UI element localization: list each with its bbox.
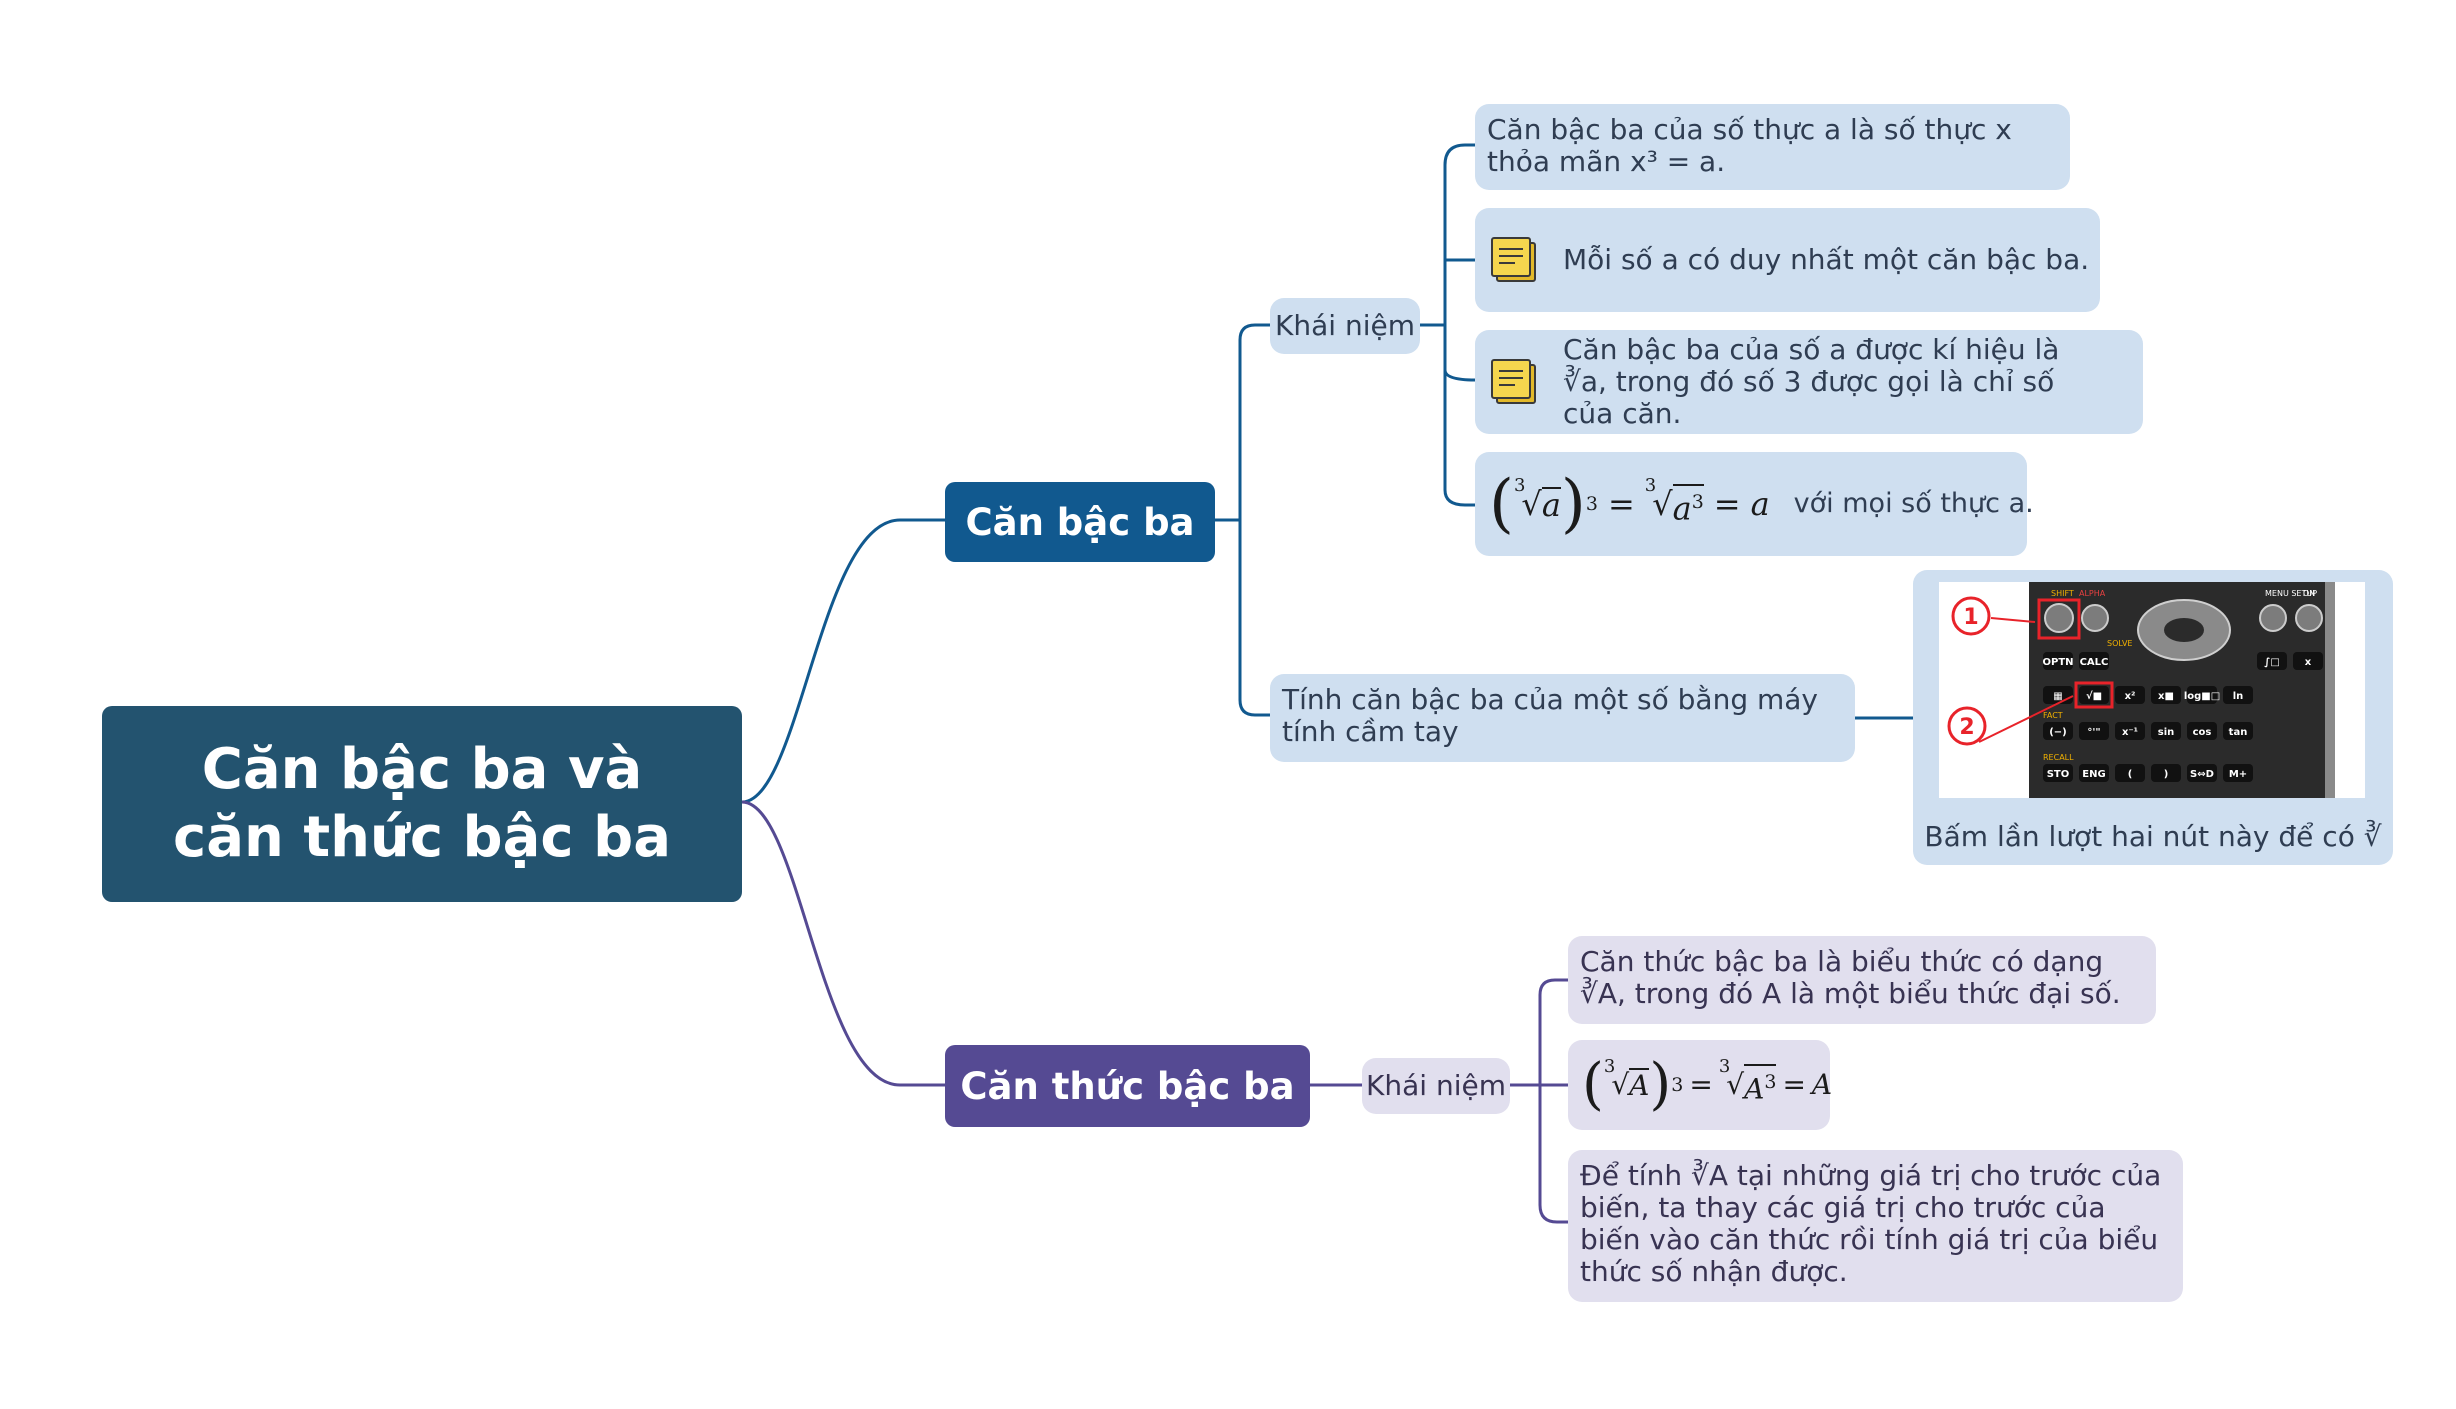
key-sqrt[interactable]: √■ bbox=[2086, 690, 2102, 702]
topic-khai-niem[interactable]: Khái niệm bbox=[1270, 298, 1420, 354]
root-node[interactable]: Căn bậc ba và căn thức bậc ba bbox=[102, 706, 742, 902]
label-solve: SOLVE bbox=[2107, 639, 2132, 648]
key-fraction[interactable]: ▦ bbox=[2053, 691, 2062, 702]
shift-key[interactable] bbox=[2044, 603, 2074, 633]
calculator-keypad: SHIFT ALPHA MENU SETUP ON SOLVE OPTN CAL… bbox=[1947, 582, 2335, 798]
marker-2-label: 2 bbox=[1959, 715, 1974, 740]
label-recall: RECALL bbox=[2043, 753, 2074, 762]
evaluate-radical-text: Để tính ∛A tại những giá trị cho trước c… bbox=[1580, 1159, 2162, 1288]
shift-highlight bbox=[2037, 598, 2081, 640]
key-integral[interactable]: ∫□ bbox=[2264, 657, 2280, 668]
key-cos[interactable]: cos bbox=[2193, 727, 2212, 738]
branch-label: Căn thức bậc ba bbox=[960, 1064, 1295, 1108]
label-fact: FACT bbox=[2043, 711, 2063, 720]
calculator-node[interactable]: SHIFT ALPHA MENU SETUP ON SOLVE OPTN CAL… bbox=[1913, 570, 2393, 865]
definition-node[interactable]: Căn bậc ba của số thực a là số thực x th… bbox=[1475, 104, 2070, 190]
on-key[interactable] bbox=[2295, 604, 2323, 632]
key-open-paren[interactable]: ( bbox=[2128, 769, 2133, 780]
link-root-canbacba bbox=[741, 518, 945, 804]
sqrt-highlight bbox=[2074, 681, 2114, 709]
notation-text: Căn bậc ba của số a được kí hiệu là ∛a, … bbox=[1563, 333, 2060, 430]
key-square[interactable]: x² bbox=[2125, 691, 2136, 702]
key-power[interactable]: x■ bbox=[2158, 691, 2174, 702]
sticky-note-icon bbox=[1491, 359, 1536, 404]
label-on: ON bbox=[2303, 589, 2315, 598]
dpad-center bbox=[2164, 618, 2204, 642]
key-x[interactable]: x bbox=[2305, 657, 2312, 668]
key-log[interactable]: log■□ bbox=[2184, 691, 2220, 702]
topic-khai-niem-2[interactable]: Khái niệm bbox=[1362, 1058, 1510, 1114]
definition-text: Căn bậc ba của số thực a là số thực x th… bbox=[1487, 113, 2012, 178]
unique-root-text: Mỗi số a có duy nhất một căn bậc ba. bbox=[1563, 243, 2090, 276]
topic-calculator[interactable]: Tính căn bậc ba của một số bằng máy tính… bbox=[1270, 674, 1855, 762]
alpha-key[interactable] bbox=[2081, 604, 2109, 632]
label-shift: SHIFT bbox=[2051, 589, 2074, 598]
formula-node-radical[interactable]: (3√A)3 = 3√A3 =A bbox=[1568, 1040, 1833, 1130]
calculator-caption: Bấm lần lượt hai nút này để có ∛ bbox=[1924, 820, 2382, 853]
formula-node-cube-root[interactable]: (3√a)3 = 3√a3 =a với mọi số thực a. bbox=[1475, 452, 2034, 556]
key-sin[interactable]: sin bbox=[2158, 727, 2175, 738]
calculator-image: SHIFT ALPHA MENU SETUP ON SOLVE OPTN CAL… bbox=[1939, 582, 2365, 798]
topic-calculator-label: Tính căn bậc ba của một số bằng máy tính… bbox=[1282, 683, 1818, 748]
formula-note: với mọi số thực a. bbox=[1793, 488, 2034, 519]
key-eng[interactable]: ENG bbox=[2082, 769, 2105, 780]
branch-can-bac-ba[interactable]: Căn bậc ba bbox=[945, 482, 1215, 562]
link-khainiem-items bbox=[1420, 143, 1476, 507]
marker-1-label: 1 bbox=[1963, 605, 1978, 630]
key-ln[interactable]: ln bbox=[2233, 691, 2244, 702]
topic-label: Khái niệm bbox=[1275, 309, 1415, 342]
arrow-1 bbox=[1990, 617, 2036, 623]
link-root-canthuc bbox=[741, 800, 945, 1087]
key-optn[interactable]: OPTN bbox=[2042, 657, 2073, 668]
notation-node[interactable]: Căn bậc ba của số a được kí hiệu là ∛a, … bbox=[1475, 330, 2143, 434]
branch-label: Căn bậc ba bbox=[965, 500, 1195, 544]
root-title: Căn bậc ba và căn thức bậc ba bbox=[173, 737, 671, 870]
sticky-note-icon bbox=[1491, 237, 1536, 282]
key-tan[interactable]: tan bbox=[2229, 727, 2248, 738]
link-canbacba-khainiem bbox=[1215, 323, 1270, 717]
label-menu: MENU SETUP bbox=[2265, 589, 2317, 598]
key-negative[interactable]: (−) bbox=[2049, 727, 2067, 738]
key-calc[interactable]: CALC bbox=[2080, 657, 2109, 668]
key-mplus[interactable]: M+ bbox=[2229, 769, 2247, 780]
key-sd[interactable]: S⇔D bbox=[2190, 769, 2214, 780]
formula-cube-root: (3√a)3 = 3√a3 =a bbox=[1489, 467, 1770, 541]
branch-can-thuc-bac-ba[interactable]: Căn thức bậc ba bbox=[945, 1045, 1310, 1127]
menu-key[interactable] bbox=[2259, 604, 2287, 632]
formula-radical: (3√A)3 = 3√A3 =A bbox=[1582, 1052, 1833, 1117]
key-degrees[interactable]: °'" bbox=[2087, 727, 2100, 738]
radical-definition-node[interactable]: Căn thức bậc ba là biểu thức có dạng ∛A,… bbox=[1568, 936, 2156, 1024]
key-close-paren[interactable]: ) bbox=[2164, 769, 2169, 780]
topic-label: Khái niệm bbox=[1366, 1069, 1506, 1102]
key-inverse[interactable]: x⁻¹ bbox=[2122, 727, 2138, 738]
link-khainiem2-items bbox=[1510, 978, 1568, 1224]
marker-1 bbox=[1951, 596, 1991, 636]
arrow-2 bbox=[1978, 695, 2074, 743]
marker-2 bbox=[1947, 706, 1987, 746]
radical-definition-text: Căn thức bậc ba là biểu thức có dạng ∛A,… bbox=[1580, 945, 2121, 1010]
label-alpha: ALPHA bbox=[2079, 589, 2106, 598]
evaluate-radical-node[interactable]: Để tính ∛A tại những giá trị cho trước c… bbox=[1568, 1150, 2183, 1302]
key-sto[interactable]: STO bbox=[2047, 769, 2070, 780]
unique-root-node[interactable]: Mỗi số a có duy nhất một căn bậc ba. bbox=[1475, 208, 2100, 312]
